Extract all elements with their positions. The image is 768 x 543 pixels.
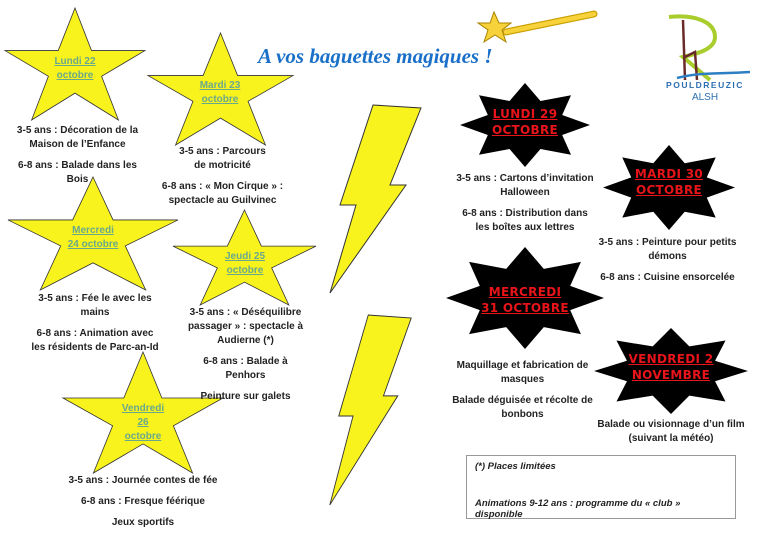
activity-line: 3-5 ans : Peinture pour petits démons (598, 237, 737, 262)
logo-name: POULDREUZIC (666, 80, 744, 90)
logo-sub: ALSH (691, 92, 719, 103)
day-line: OCTOBRE (491, 123, 559, 137)
day-label-mercredi-24: Mercredi 24 octobre (53, 224, 133, 252)
activity-line: 6-8 ans : Balade dans les Bois (18, 160, 137, 185)
star-shape (5, 8, 145, 120)
activity-line: 6-8 ans : Cuisine ensorcelée (600, 272, 735, 283)
star-shape (8, 177, 178, 290)
activity-line: 6-8 ans : Animation avec les résidents d… (31, 328, 159, 353)
day-line: VENDREDI 2 (628, 352, 714, 366)
day-line: octobre (124, 431, 162, 442)
day-label-mercredi-31: MERCREDI 31 OCTOBRE (465, 284, 585, 316)
activities-vendredi-2: Balade ou visionnage d’un film (suivant … (596, 418, 746, 453)
pouldreuzic-logo: POULDREUZIC ALSH (655, 12, 755, 107)
day-line: NOVEMBRE (631, 368, 711, 382)
activity-line: Balade ou visionnage d’un film (suivant … (597, 419, 745, 444)
logo-mark-icon (668, 14, 751, 82)
star-shape (148, 33, 293, 145)
activity-line: 3-5 ans : « Déséquilibre passager » : sp… (187, 307, 304, 346)
activity-line: 3-5 ans : Parcours de motricité (179, 146, 266, 171)
activities-jeudi-25: 3-5 ans : « Déséquilibre passager » : sp… (183, 306, 308, 411)
note-9-12-program: Animations 9-12 ans : programme du « clu… (475, 498, 681, 520)
day-line: octobre (226, 265, 264, 276)
note-limited-places: (*) Places limitées (475, 461, 556, 472)
activities-mardi-23: 3-5 ans : Parcours de motricité 6-8 ans :… (155, 145, 290, 215)
day-line: octobre (201, 94, 239, 105)
activity-line: 3-5 ans : Cartons d’invitation Halloween (456, 173, 594, 198)
activities-lundi-29: 3-5 ans : Cartons d’invitation Halloween… (455, 172, 595, 242)
star-shape (173, 210, 316, 305)
activity-line: 3-5 ans : Décoration de la Maison de l’E… (16, 125, 139, 150)
day-line: Jeudi 25 (224, 251, 266, 262)
magic-wand-icon (476, 10, 598, 44)
activity-line: Peinture sur galets (200, 391, 291, 402)
black-star-shape (460, 83, 590, 167)
activity-line: 6-8 ans : Fresque féérique (81, 496, 205, 507)
day-label-jeudi-25: Jeudi 25 octobre (205, 250, 285, 278)
day-line: OCTOBRE (635, 183, 703, 197)
activity-line: Maquillage et fabrication de masques (456, 360, 589, 385)
black-star-shape (446, 247, 604, 349)
lightning-bolt-icon (329, 104, 422, 294)
activity-line: 6-8 ans : Distribution dans les boîtes a… (462, 208, 588, 233)
day-label-mardi-30: MARDI 30 OCTOBRE (619, 166, 719, 198)
day-label-mardi-23: Mardi 23 octobre (180, 79, 260, 107)
day-label-lundi-22: Lundi 22 octobre (35, 55, 115, 83)
day-label-lundi-29: LUNDI 29 OCTOBRE (475, 106, 575, 138)
activities-lundi-22: 3-5 ans : Décoration de la Maison de l’E… (10, 124, 145, 194)
activity-line: 3-5 ans : Fée le avec les mains (38, 293, 152, 318)
activity-line: Jeux sportifs (111, 517, 175, 528)
day-line: Mardi 23 (199, 80, 241, 91)
black-star-shape (594, 328, 748, 414)
day-line: octobre (56, 70, 94, 81)
star-shape (63, 352, 223, 473)
activity-line: Balade déguisée et récolte de bonbons (452, 395, 593, 420)
day-label-vendredi-2: VENDREDI 2 NOVEMBRE (611, 351, 731, 383)
activities-vendredi-26: 3-5 ans : Journée contes de fée 6-8 ans :… (63, 474, 223, 537)
day-line: MARDI 30 (634, 167, 704, 181)
day-line: 31 OCTOBRE (481, 301, 569, 315)
activity-line: 6-8 ans : « Mon Cirque » : spectacle au … (161, 181, 284, 206)
black-star-shape (603, 145, 735, 230)
day-label-vendredi-26: Vendredi 26 octobre (103, 402, 183, 444)
day-line: 26 (137, 417, 149, 428)
day-line: Lundi 22 (54, 56, 96, 67)
activities-mercredi-24: 3-5 ans : Fée le avec les mains 6-8 ans :… (30, 292, 160, 362)
activity-line: 6-8 ans : Balade à Penhors (203, 356, 288, 381)
lightning-bolt-icon (329, 314, 412, 506)
day-line: Vendredi (121, 403, 165, 414)
day-line: LUNDI 29 (492, 107, 558, 121)
page-title: A vos baguettes magiques ! (258, 44, 493, 68)
day-line: 24 octobre (67, 239, 119, 250)
day-line: Mercredi (72, 225, 114, 236)
day-line: MERCREDI (488, 285, 562, 299)
note-box: (*) Places limitées Animations 9-12 ans … (466, 455, 736, 520)
activities-mardi-30: 3-5 ans : Peinture pour petits démons 6-8… (595, 236, 740, 292)
activity-line: 3-5 ans : Journée contes de fée (68, 475, 218, 486)
